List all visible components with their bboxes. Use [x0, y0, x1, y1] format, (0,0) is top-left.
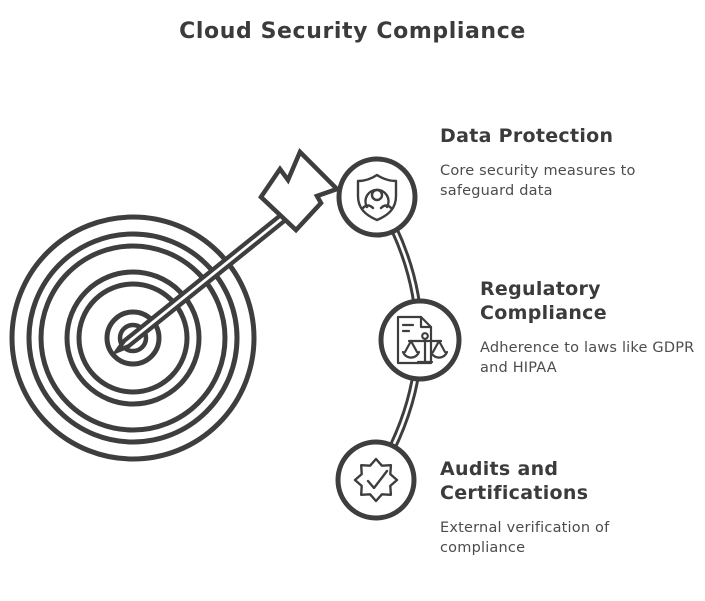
shield-user-icon: [356, 173, 398, 222]
target-icon: [9, 214, 257, 462]
arrow-icon: [111, 148, 342, 356]
node-circle-1: [336, 156, 418, 238]
node-1-description: Core security measures to safeguard data: [440, 163, 636, 199]
node-3-heading: Audits and Certifications: [440, 458, 589, 504]
node-1-heading: Data Protection: [440, 125, 614, 147]
page-title: Cloud Security Compliance: [179, 19, 526, 44]
node-circle-3: [335, 439, 417, 521]
badge-check-icon: [353, 457, 399, 503]
node-2-heading: Regulatory Compliance: [480, 278, 607, 324]
node-2-text: Regulatory Compliance Adherence to laws …: [480, 277, 705, 378]
node-2-description: Adherence to laws like GDPR and HIPAA: [480, 340, 695, 376]
node-1-text: Data Protection Core security measures t…: [440, 124, 655, 201]
node-3-text: Audits and Certifications External verif…: [440, 457, 645, 558]
node-3-description: External verification of compliance: [440, 520, 610, 556]
document-scales-icon: [396, 315, 449, 365]
